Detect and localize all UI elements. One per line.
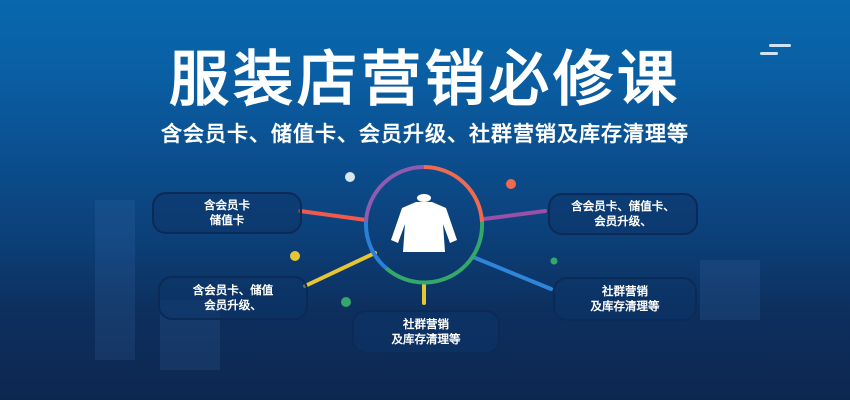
node-line: 及库存清理等 <box>391 332 461 346</box>
decorative-dash <box>769 44 791 47</box>
node-bottom-center: 社群营销 及库存清理等 <box>352 310 500 354</box>
node-line: 会员升级、 <box>594 214 652 228</box>
banner-subtitle: 含会员卡、储值卡、会员升级、社群营销及库存清理等 <box>161 122 689 146</box>
node-line: 储值卡 <box>209 213 245 227</box>
connector-top-left <box>298 209 368 222</box>
node-line: 社群营销 <box>602 284 648 298</box>
connector-top-right <box>482 209 547 221</box>
node-line: 含会员卡、储值卡、 <box>571 199 675 213</box>
city-silhouette-right <box>700 260 760 320</box>
node-line: 含会员卡 <box>204 198 250 212</box>
banner-title: 服装店营销必修课 <box>169 45 681 115</box>
decorative-dot <box>290 251 300 261</box>
node-line: 会员升级、 <box>204 298 262 312</box>
decorative-dot <box>345 172 355 182</box>
connector-bottom-left <box>303 251 377 288</box>
decorative-dot <box>506 179 516 189</box>
coat-icon <box>391 194 457 252</box>
node-top-left: 含会员卡 储值卡 <box>152 192 302 234</box>
color-ring <box>363 164 485 285</box>
node-bottom-right: 社群营销 及库存清理等 <box>553 277 697 321</box>
node-line: 及库存清理等 <box>590 299 660 313</box>
node-line: 含会员卡、储值 <box>192 283 274 297</box>
node-line: 社群营销 <box>403 317 449 331</box>
node-top-right: 含会员卡、储值卡、 会员升级、 <box>548 193 698 235</box>
connector-bottom-right <box>471 255 553 291</box>
decorative-dot <box>550 257 558 265</box>
node-bottom-left: 含会员卡、储值 会员升级、 <box>158 276 308 320</box>
decorative-dash <box>760 52 778 55</box>
city-silhouette-left <box>95 200 135 360</box>
decorative-dot <box>341 297 351 307</box>
